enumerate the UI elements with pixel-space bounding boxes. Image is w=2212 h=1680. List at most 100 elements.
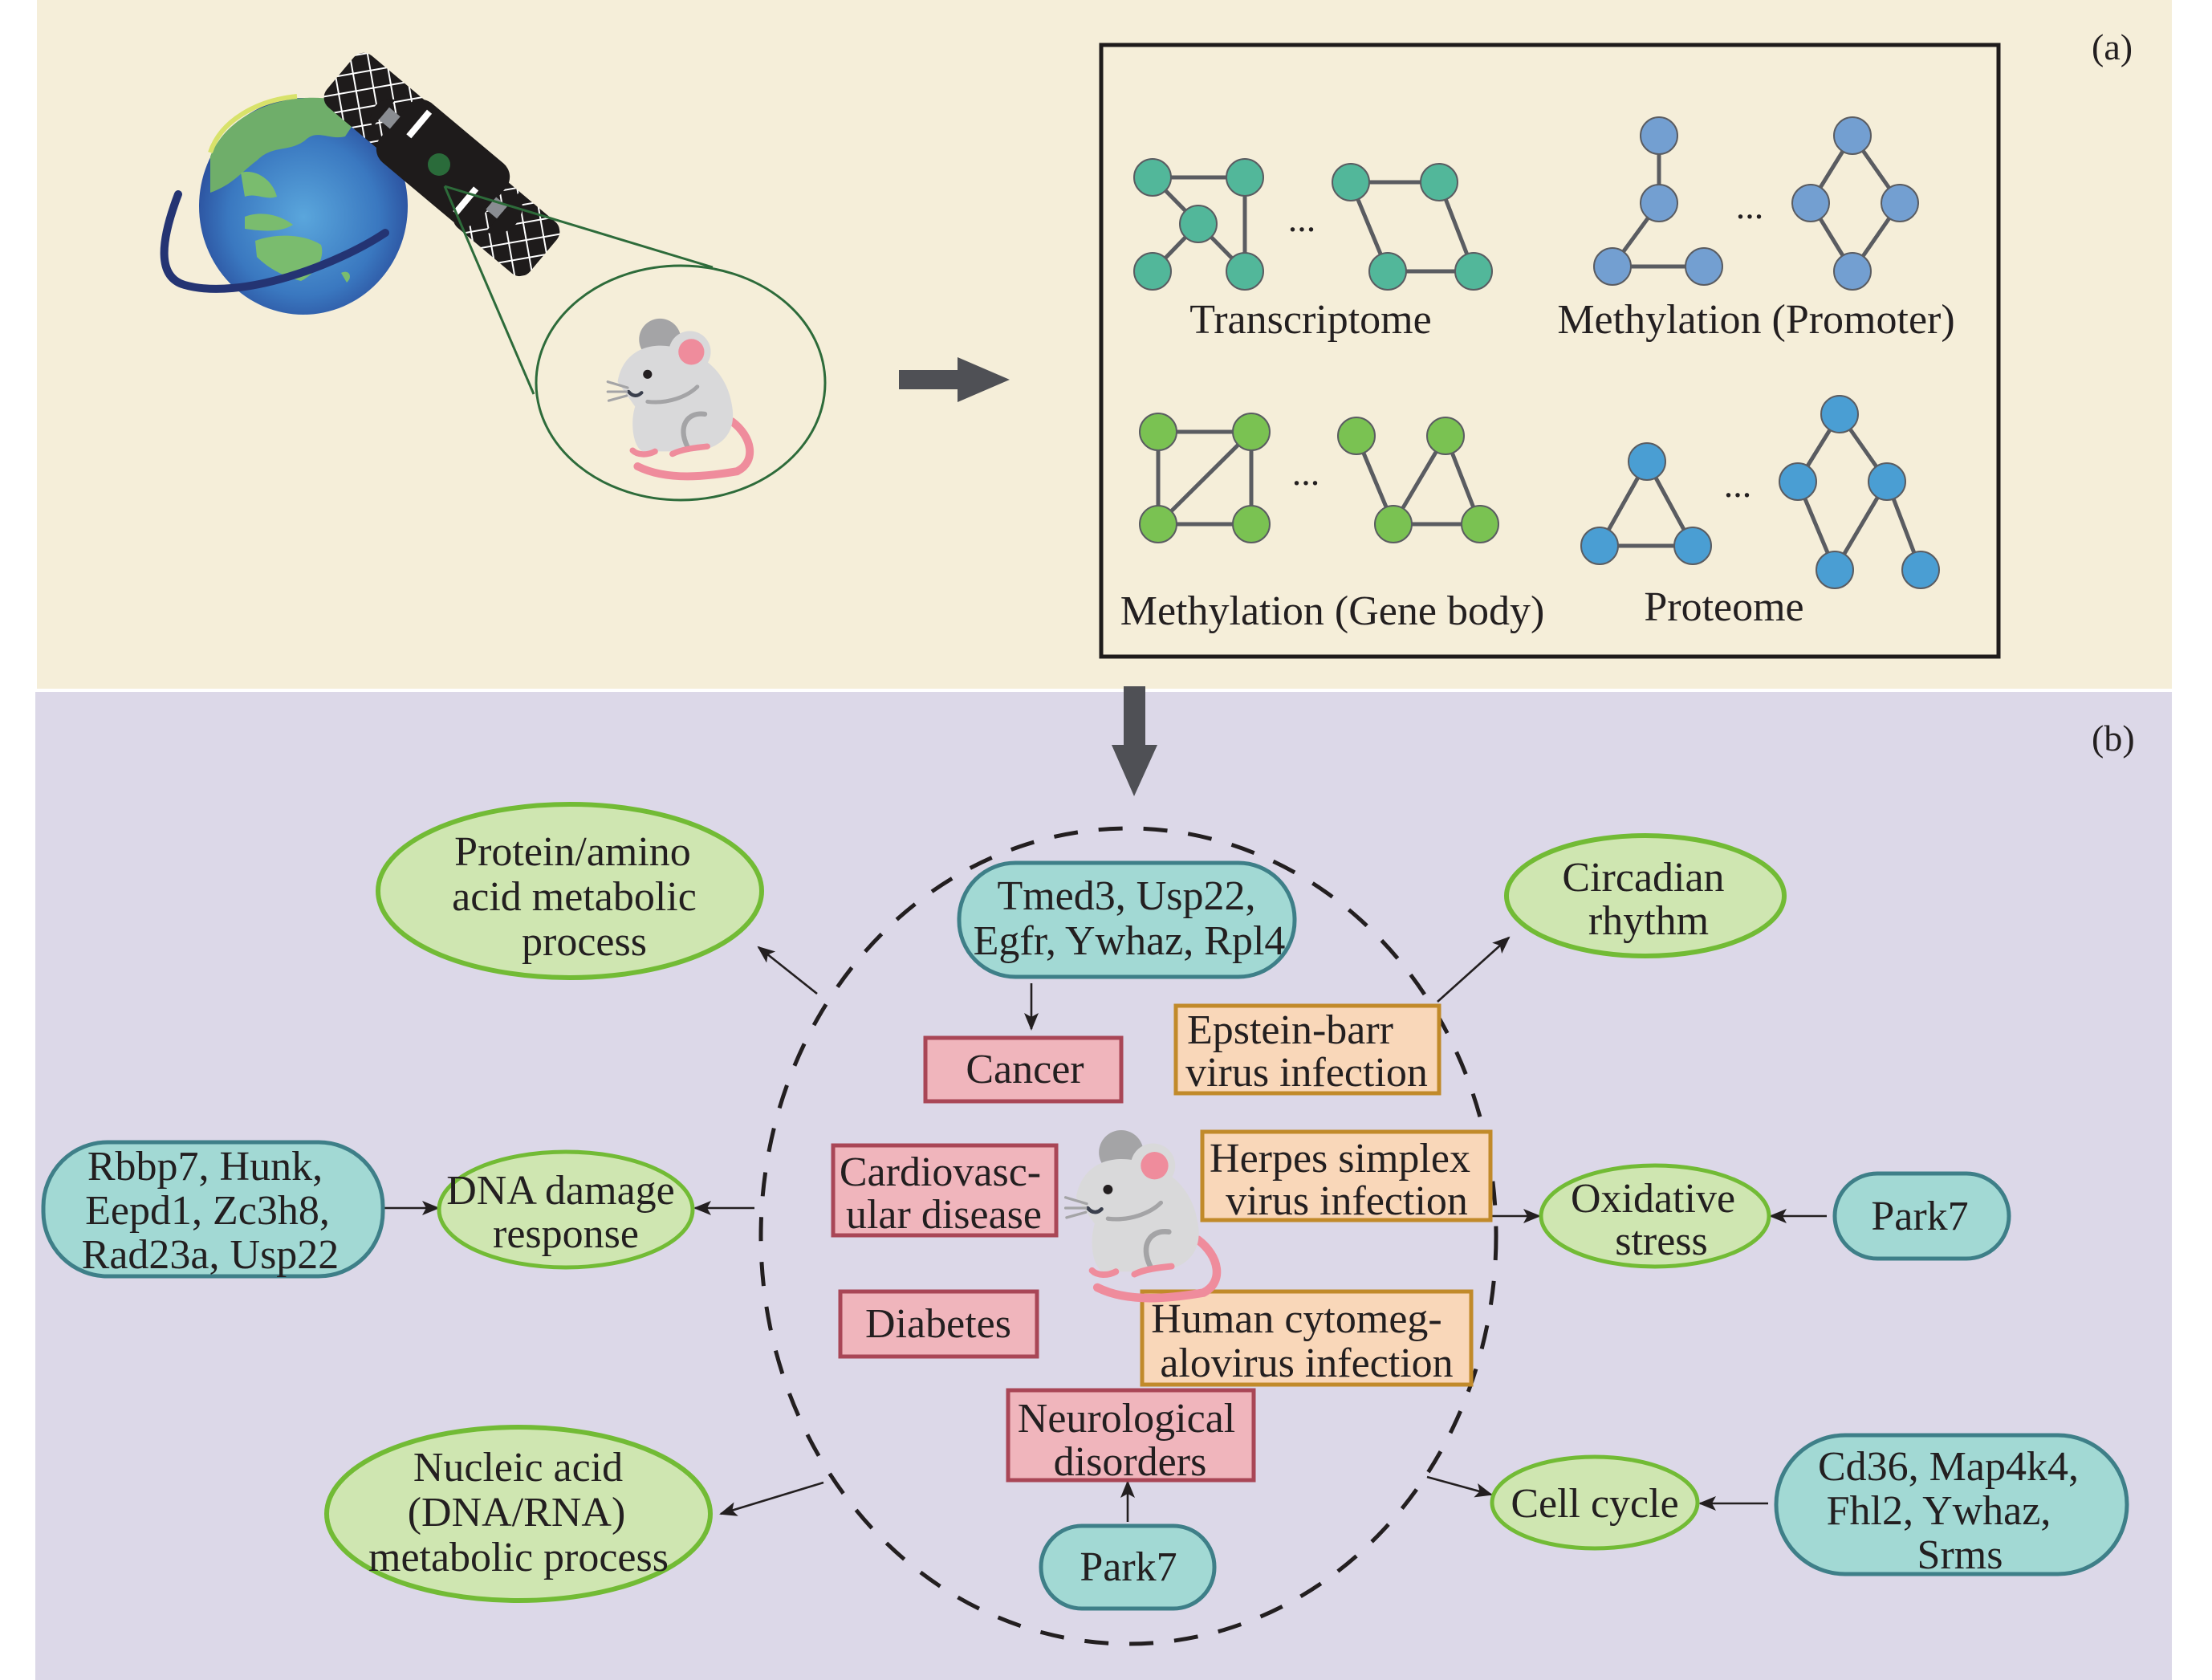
network-node bbox=[1593, 247, 1632, 286]
network-label-methylation-promoter: Methylation (Promoter) bbox=[1557, 297, 1954, 343]
disease-cancer: Cancer bbox=[923, 1035, 1124, 1104]
disease-label: Cardiovasc- ular disease bbox=[840, 1149, 1051, 1238]
text-line: (DNA/RNA) bbox=[408, 1490, 626, 1536]
network-node bbox=[1820, 395, 1859, 433]
process-nucleic-acid: Nucleic acid (DNA/RNA) metabolic process bbox=[324, 1425, 713, 1603]
panel-b: (b) Protein/amino acid metabolic pro bbox=[35, 686, 2172, 1680]
text-line: acid metabolic bbox=[452, 874, 697, 920]
network-node bbox=[1139, 505, 1177, 543]
text-line: Park7 bbox=[1080, 1544, 1177, 1590]
network-node bbox=[1232, 505, 1271, 543]
process-protein-amino: Protein/amino acid metabolic process bbox=[376, 802, 764, 980]
text-line: metabolic process bbox=[368, 1535, 669, 1580]
process-dna-damage: DNA damage response bbox=[437, 1149, 695, 1270]
network-methylation-promoter: ... Methylation (Promoter) bbox=[1557, 116, 1955, 343]
panel-a-tag: (a) bbox=[2092, 26, 2133, 67]
network-node bbox=[1139, 413, 1177, 451]
text-line: Fhl2, Ywhaz, bbox=[1827, 1488, 2051, 1534]
network-node bbox=[1374, 505, 1413, 543]
text-line: Park7 bbox=[1871, 1194, 1968, 1239]
text-line: Tmed3, Usp22, bbox=[997, 873, 1255, 919]
text-line: Neurological bbox=[1018, 1396, 1235, 1442]
text-line: Human cytomeg- bbox=[1151, 1296, 1441, 1342]
earth-globe-icon bbox=[160, 94, 408, 315]
arrow-down-icon bbox=[1112, 686, 1157, 796]
network-node bbox=[1628, 442, 1666, 481]
network-label-transcriptome: Transcriptome bbox=[1189, 297, 1431, 343]
network-node bbox=[1226, 158, 1264, 197]
text-line: process bbox=[522, 919, 647, 965]
process-label: Oxidative stress bbox=[1571, 1176, 1746, 1264]
arrow-right-icon bbox=[899, 357, 1010, 402]
disease-label: Neurological disorders bbox=[1018, 1396, 1246, 1485]
network-node bbox=[1833, 252, 1872, 291]
gene-set-cell-cycle: Cd36, Map4k4, Fhl2, Ywhaz, Srms bbox=[1774, 1433, 2129, 1578]
disease-cardiovascular: Cardiovasc- ular disease bbox=[831, 1143, 1059, 1238]
network-node bbox=[1179, 205, 1218, 243]
network-node bbox=[1779, 462, 1817, 501]
disease-label: Cancer bbox=[966, 1047, 1084, 1092]
text-line: Egfr, Ywhaz, Rpl4 bbox=[974, 918, 1286, 964]
text-line: Epstein-barr bbox=[1187, 1007, 1393, 1053]
disease-neurological: Neurological disorders bbox=[1006, 1388, 1256, 1485]
gene-set-label: Rbbp7, Hunk, Eepd1, Zc3h8, Rad23a, Usp22 bbox=[82, 1144, 340, 1278]
network-node bbox=[1580, 527, 1619, 565]
text-line: Nucleic acid bbox=[413, 1445, 623, 1491]
network-node bbox=[1232, 413, 1271, 451]
text-line: Oxidative bbox=[1571, 1176, 1735, 1222]
network-node bbox=[1673, 527, 1712, 565]
panel-b-tag: (b) bbox=[2092, 718, 2135, 759]
text-line: Eepd1, Zc3h8, bbox=[85, 1188, 330, 1234]
network-node bbox=[1332, 163, 1370, 201]
text-line: DNA damage bbox=[446, 1168, 674, 1214]
gene-set-label: Tmed3, Usp22, Egfr, Ywhaz, Rpl4 bbox=[974, 873, 1286, 964]
arrow-icon bbox=[1437, 936, 1511, 1003]
panel-a: (a) bbox=[37, 0, 2172, 689]
text-line: Rbbp7, Hunk, bbox=[87, 1144, 323, 1190]
arrow-icon bbox=[1426, 1475, 1493, 1498]
arrow-icon bbox=[719, 1481, 824, 1516]
process-label: Nucleic acid (DNA/RNA) metabolic process bbox=[368, 1445, 669, 1580]
network-node bbox=[1816, 551, 1854, 589]
network-node bbox=[1868, 462, 1906, 501]
process-label: Cell cycle bbox=[1511, 1481, 1678, 1527]
infection-label: Herpes simplex virus infection bbox=[1210, 1136, 1481, 1224]
text-line: response bbox=[493, 1211, 639, 1257]
ellipsis-promoter: ... bbox=[1736, 185, 1764, 226]
disease-diabetes: Diabetes bbox=[838, 1289, 1039, 1359]
process-label: Circadian rhythm bbox=[1562, 855, 1734, 944]
network-node bbox=[1454, 252, 1493, 291]
text-line: Srms bbox=[1917, 1532, 2003, 1578]
infection-label: Epstein-barr virus infection bbox=[1185, 1007, 1428, 1096]
text-line: alovirus infection bbox=[1160, 1340, 1453, 1386]
disease-label: Diabetes bbox=[865, 1301, 1011, 1347]
network-node bbox=[1881, 184, 1919, 222]
gene-set-oxidative: Park7 bbox=[1832, 1171, 2011, 1261]
process-circadian: Circadian rhythm bbox=[1504, 833, 1787, 958]
text-line: Cancer bbox=[966, 1047, 1084, 1092]
infection-epstein-barr: Epstein-barr virus infection bbox=[1173, 1003, 1441, 1096]
infection-cytomegalovirus: Human cytomeg- alovirus infection bbox=[1140, 1289, 1474, 1387]
network-node bbox=[1833, 116, 1872, 155]
text-line: virus infection bbox=[1226, 1178, 1468, 1224]
network-edge bbox=[1156, 429, 1254, 527]
ellipsis-proteome: ... bbox=[1724, 464, 1752, 505]
network-node bbox=[1426, 417, 1465, 455]
satellite-lens-icon bbox=[428, 153, 450, 176]
text-line: Herpes simplex bbox=[1210, 1136, 1470, 1182]
text-line: ular disease bbox=[846, 1192, 1042, 1238]
network-label-proteome: Proteome bbox=[1644, 584, 1803, 630]
text-line: Protein/amino bbox=[454, 829, 691, 875]
process-label: DNA damage response bbox=[446, 1168, 685, 1257]
process-cell-cycle: Cell cycle bbox=[1490, 1454, 1700, 1551]
text-line: Cell cycle bbox=[1511, 1481, 1678, 1527]
network-methylation-gene-body: ... Methylation (Gene body) bbox=[1120, 413, 1544, 634]
network-node bbox=[1420, 163, 1458, 201]
network-node bbox=[1640, 116, 1678, 155]
process-oxidative: Oxidative stress bbox=[1539, 1163, 1771, 1269]
specimen-zoom bbox=[443, 185, 827, 502]
network-proteome: ... Proteome bbox=[1580, 395, 1940, 630]
network-node bbox=[1133, 252, 1172, 291]
text-line: Cd36, Map4k4, bbox=[1818, 1444, 2079, 1490]
